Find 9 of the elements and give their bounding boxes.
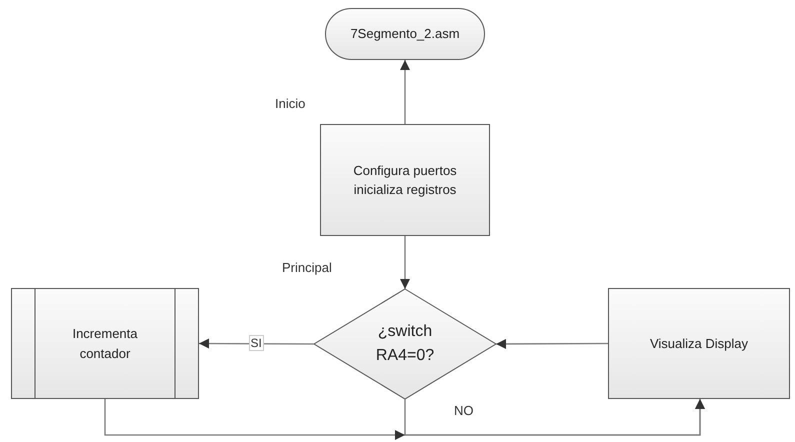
edge-label: NO [453,403,474,418]
node-text: ¿switch RA4=0? [374,322,436,366]
section-label: Principal [282,260,332,275]
edge-label: SI [248,335,264,351]
node-text: Visualiza Display [650,334,748,353]
node-text: Configura puertos inicializa registros [352,162,458,199]
node-text: Incrementa contador [71,325,139,362]
section-label: Inicio [275,96,306,111]
node-text: 7Segmento_2.asm [350,25,460,44]
